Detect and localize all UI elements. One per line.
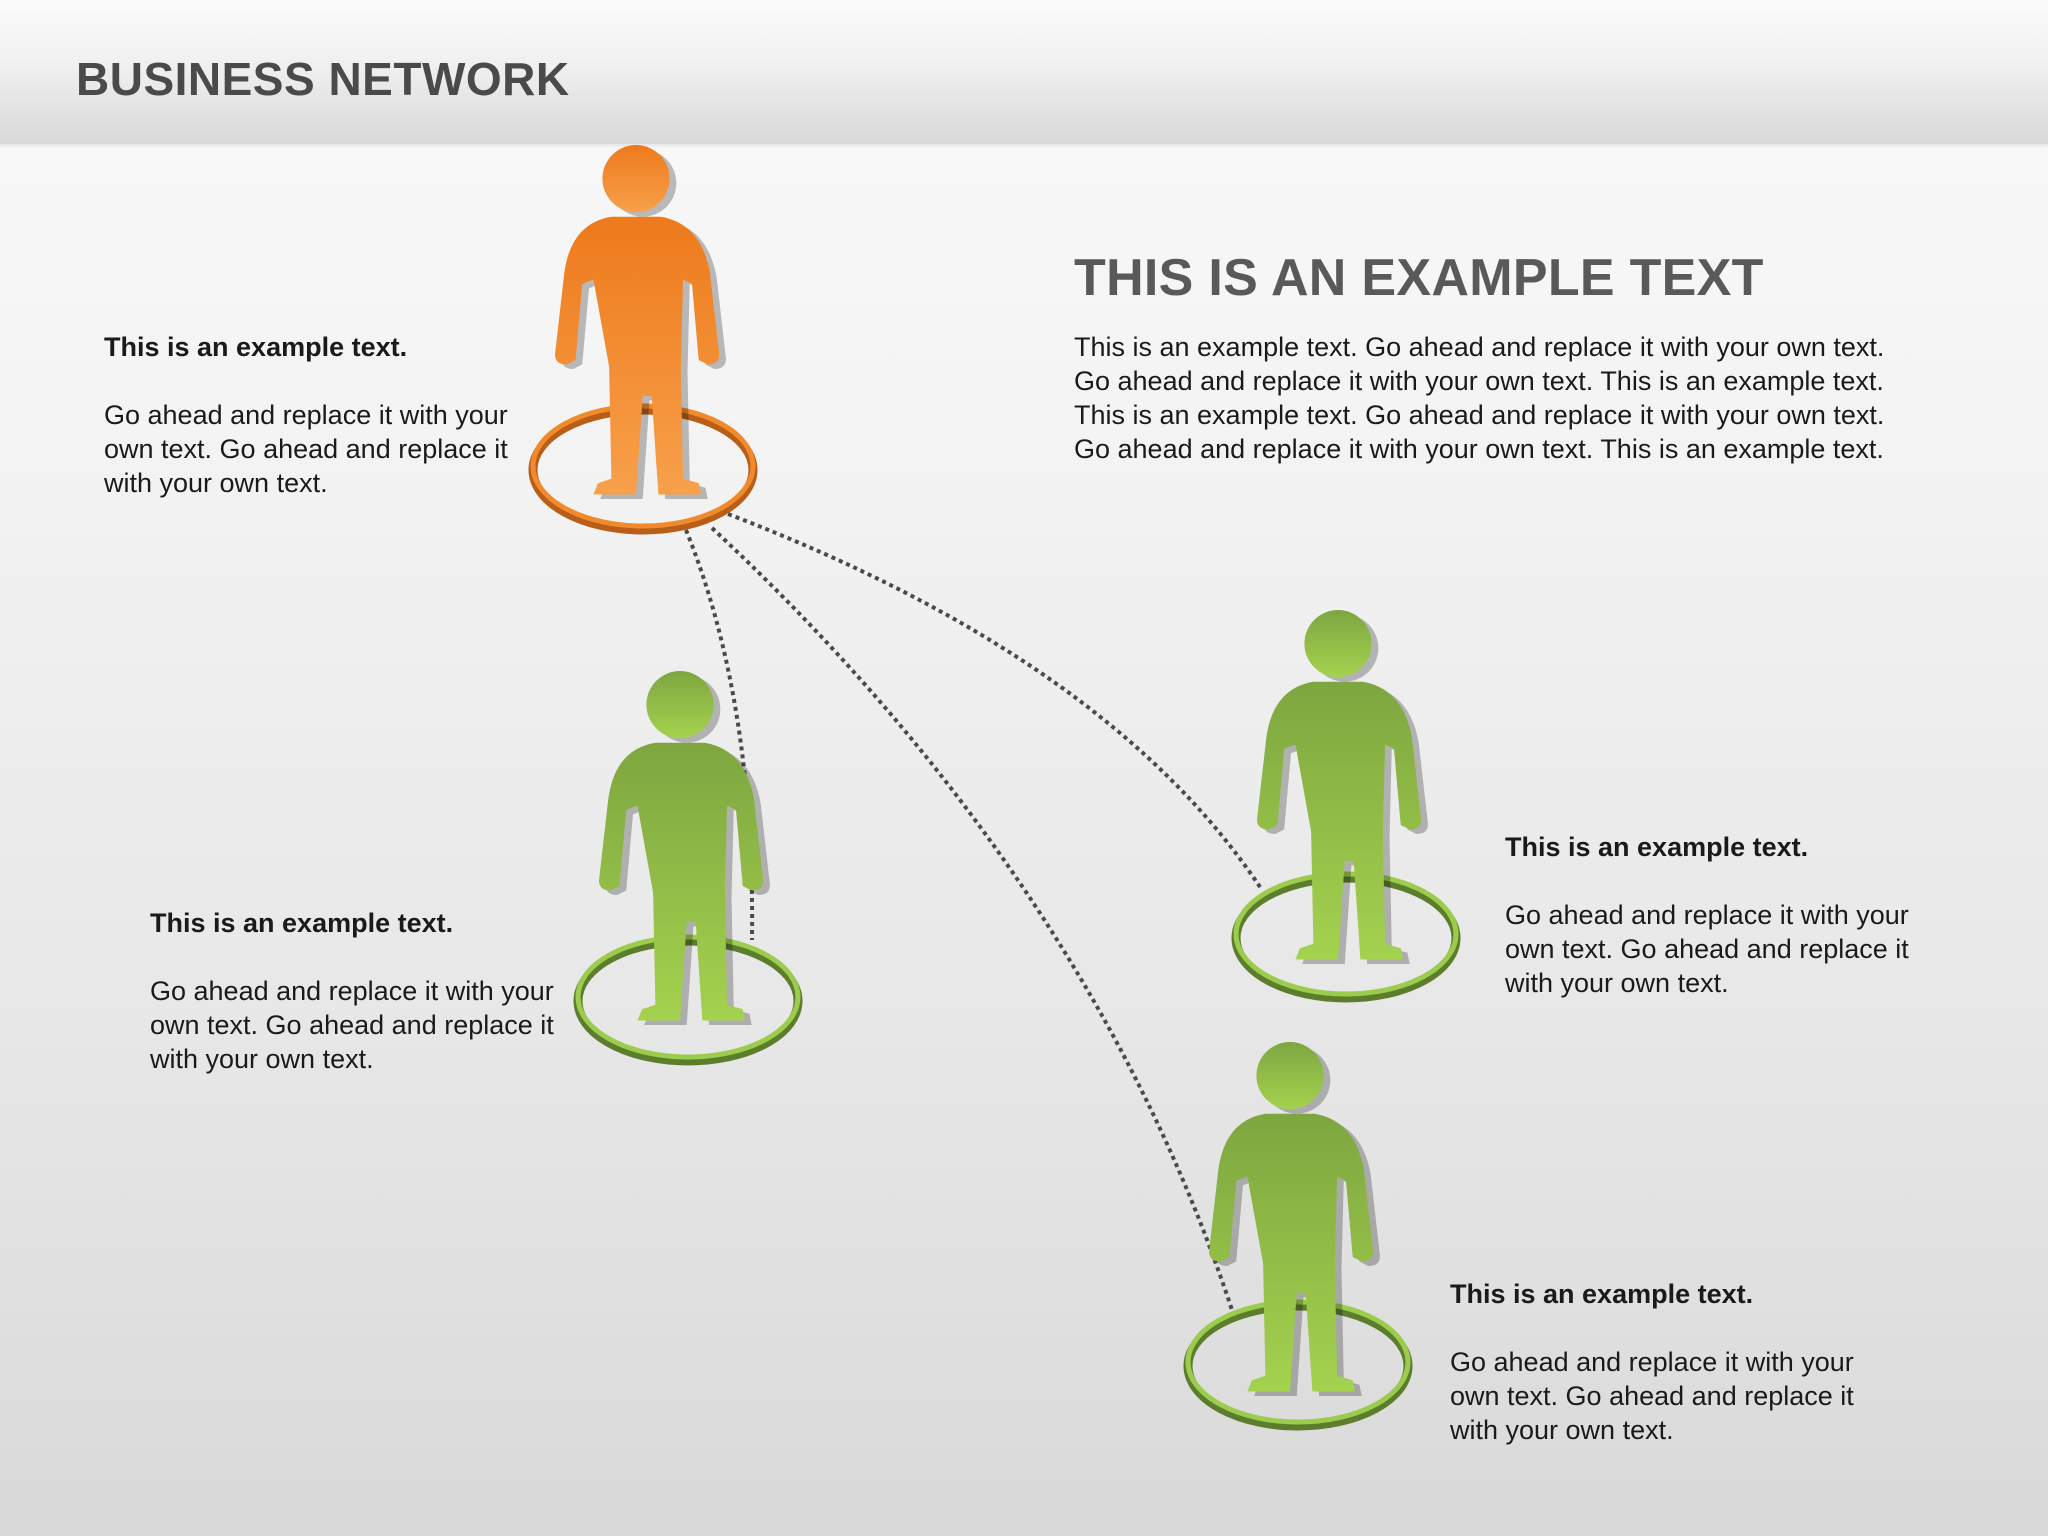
callout-right: This is an example text. Go ahead and re… — [1505, 830, 1945, 1000]
page-title: BUSINESS NETWORK — [76, 53, 570, 105]
person-figure-icon — [1209, 1042, 1380, 1396]
callout-title: This is an example text. — [150, 908, 454, 938]
callout-body: Go ahead and replace it with your own te… — [1505, 900, 1909, 998]
callout-title: This is an example text. — [1505, 832, 1809, 862]
header-bar: BUSINESS NETWORK — [0, 0, 2048, 144]
person-figure-icon — [555, 145, 726, 499]
callout-bottom: This is an example text. Go ahead and re… — [1450, 1277, 1890, 1447]
node-right — [1231, 610, 1461, 1003]
main-heading: THIS IS AN EXAMPLE TEXT — [1074, 249, 1764, 307]
hub-node — [528, 145, 758, 535]
callout-body: Go ahead and replace it with your own te… — [1450, 1347, 1854, 1445]
node-left — [573, 671, 803, 1066]
node-bottom — [1183, 1042, 1413, 1431]
callout-hub: This is an example text. Go ahead and re… — [104, 330, 544, 500]
callout-title: This is an example text. — [104, 332, 408, 362]
callout-body: Go ahead and replace it with your own te… — [150, 976, 554, 1074]
callout-left: This is an example text. Go ahead and re… — [150, 906, 590, 1076]
callout-title: This is an example text. — [1450, 1279, 1754, 1309]
person-figure-icon — [599, 671, 770, 1025]
callout-body: Go ahead and replace it with your own te… — [104, 400, 508, 498]
connector-line — [710, 526, 1234, 1311]
connectors — [684, 512, 1264, 1311]
main-body-text: This is an example text. Go ahead and re… — [1074, 332, 1885, 464]
person-figure-icon — [1257, 610, 1428, 964]
connector-line — [727, 512, 1264, 892]
